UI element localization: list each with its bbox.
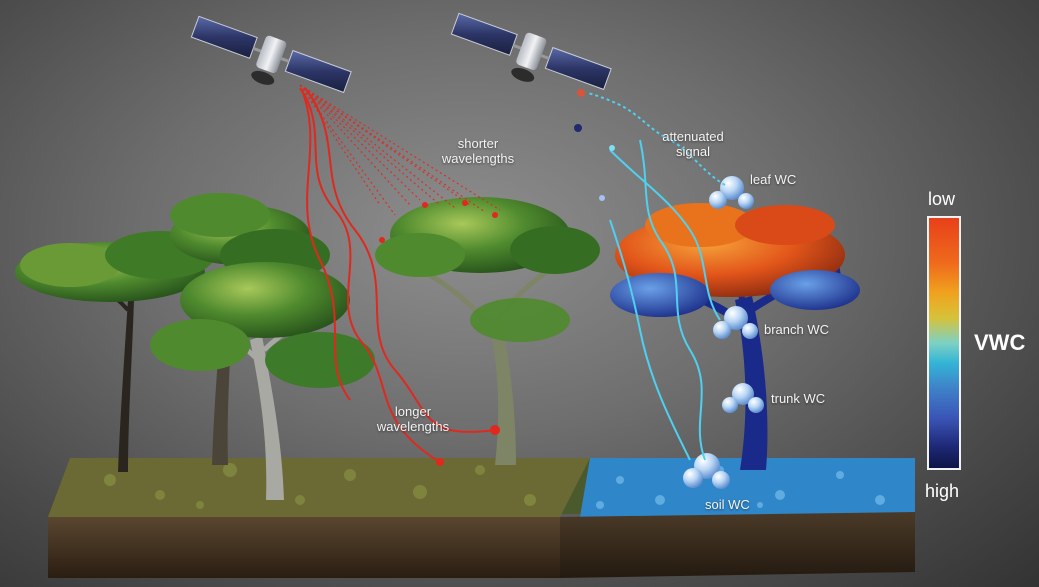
vwc-colorbar [927,216,961,470]
short-wavelength-hits [379,200,498,243]
label-attenuated-signal: attenuated signal [662,129,724,159]
label-soil-wc: soil WC [705,497,750,512]
scale-low-label: low [928,189,956,209]
tree-center-left [150,262,375,500]
ground-block [48,458,915,578]
droplet-cluster-soil [683,453,730,489]
label-branch-wc: branch WC [764,322,830,337]
tree-right [610,203,860,470]
satellite-left [190,15,352,94]
label-leaf-wc: leaf WC [750,172,797,187]
droplet-cluster-trunk [722,383,764,413]
droplet-cluster-leaf [709,176,754,209]
return-signal-dots [574,89,615,201]
tree-center [375,197,600,465]
long-wavelength-hits [436,425,500,466]
scale-high-label: high [925,481,960,501]
return-signals [587,92,726,461]
satellite-right [450,12,612,91]
long-wavelength-waves [299,87,496,463]
label-shorter-wavelengths: shorter wavelengths [441,136,515,166]
label-trunk-wc: trunk WC [771,391,826,406]
label-longer-wavelengths: longer wavelengths [376,404,450,434]
droplet-cluster-branch [713,306,758,339]
scale-title-vwc: VWC [974,330,1026,355]
